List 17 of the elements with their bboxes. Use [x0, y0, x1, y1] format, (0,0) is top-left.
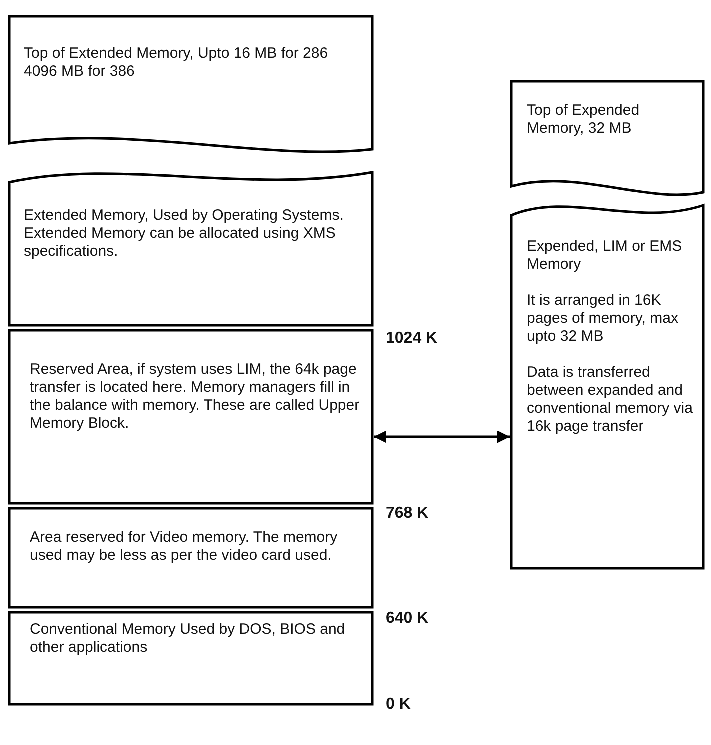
block-text: Conventional Memory Used by DOS, BIOS and other applications: [30, 621, 346, 657]
block-text: Top of Extended Memory, Upto 16 MB for 286 4096 MB for 386: [24, 45, 330, 81]
block-text: Data is transferred between expanded and conventional memory via 16k page transfer: [527, 364, 694, 436]
double-arrow: [374, 430, 510, 444]
address-label: 0 K: [386, 696, 411, 714]
memory-block: [8, 507, 374, 609]
memory-block: [8, 611, 374, 706]
address-label: 640 K: [386, 610, 429, 628]
memory-block: [8, 329, 374, 505]
address-label: 1024 K: [386, 330, 438, 348]
block-text: Reserved Area, if system uses LIM, the 64k page transfer is located here. Memory managers fill in the balance with memory. These are called Upper Memory Block.: [30, 361, 361, 433]
block-text: Top of Expended Memory, 32 MB: [527, 102, 641, 138]
block-text: Area reserved for Video memory. The memory used may be less as per the video card used.: [30, 529, 339, 565]
block-text: Expended, LIM or EMS Memory: [527, 238, 684, 274]
block-text: It is arranged in 16K pages of memory, max upto 32 MB: [527, 292, 680, 346]
block-text: Extended Memory, Used by Operating Systems. Extended Memory can be allocated using XMS specifications.: [24, 207, 345, 261]
address-label: 768 K: [386, 505, 429, 523]
